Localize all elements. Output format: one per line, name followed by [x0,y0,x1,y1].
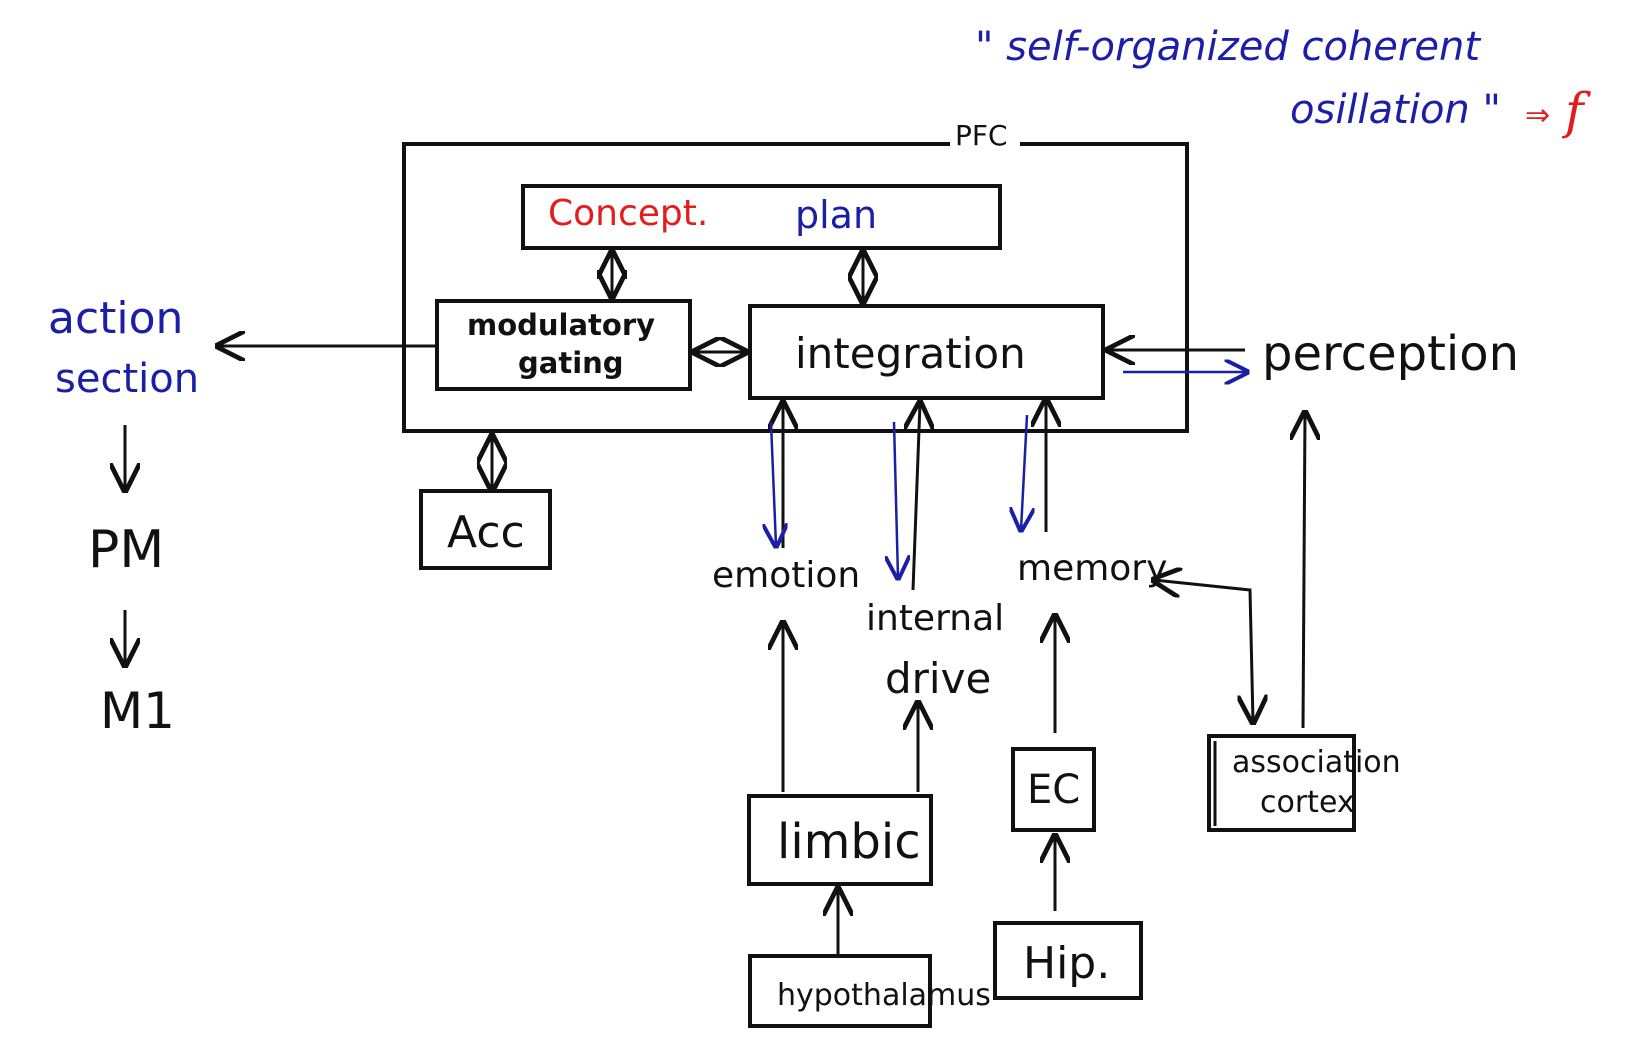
integration-to-memory-arrow [1021,414,1027,530]
integration-to-emotion-arrow [771,421,776,546]
pfc-label-mask [950,136,1020,150]
memory-association-arrow [1154,580,1253,722]
integration-box [748,304,1105,400]
drive-label: drive [885,654,991,703]
modulatory-label: modulatory [467,308,655,342]
cortex-label: cortex [1260,785,1355,820]
emotion-label: emotion [712,555,860,596]
pfc-box [402,142,1189,433]
hip-label: Hip. [1023,938,1110,989]
acc-box [419,489,552,570]
m1-label: M1 [100,682,175,740]
action-label: action [48,293,183,344]
drive-to-integration-arrow [913,403,920,591]
limbic-box [747,794,933,886]
hypothalamus-label: hypothalamus [777,978,991,1013]
integration-label: integration [795,329,1026,378]
hypothalamus-box [748,954,932,1028]
concept-plan-box [521,184,1002,250]
association-cortex-box [1207,734,1356,832]
plan-label: plan [795,193,877,237]
ec-box [1011,747,1096,832]
pfc-label: PFC [955,119,1008,152]
memory-label: memory [1017,548,1167,589]
title-quote-line1: " self-organized coherent [975,24,1481,70]
concept-label: Concept. [548,193,708,234]
title-quote-line2: osillation " [1290,87,1501,133]
gating-label: gating [518,346,624,380]
acc-label: Acc [447,507,525,558]
integration-to-drive-arrow [894,421,898,578]
hip-box [993,921,1143,1000]
perception-label: perception [1262,326,1519,382]
title-frequency-symbol: f [1561,82,1591,140]
association-label: association [1232,745,1401,780]
section-label: section [55,356,199,402]
limbic-label: limbic [777,814,921,870]
title-implies-arrow: ⇒ [1525,98,1550,133]
association-to-perception-arrow [1303,413,1305,729]
ec-label: EC [1027,767,1080,813]
internal-label: internal [866,598,1004,639]
pm-label: PM [88,520,164,580]
